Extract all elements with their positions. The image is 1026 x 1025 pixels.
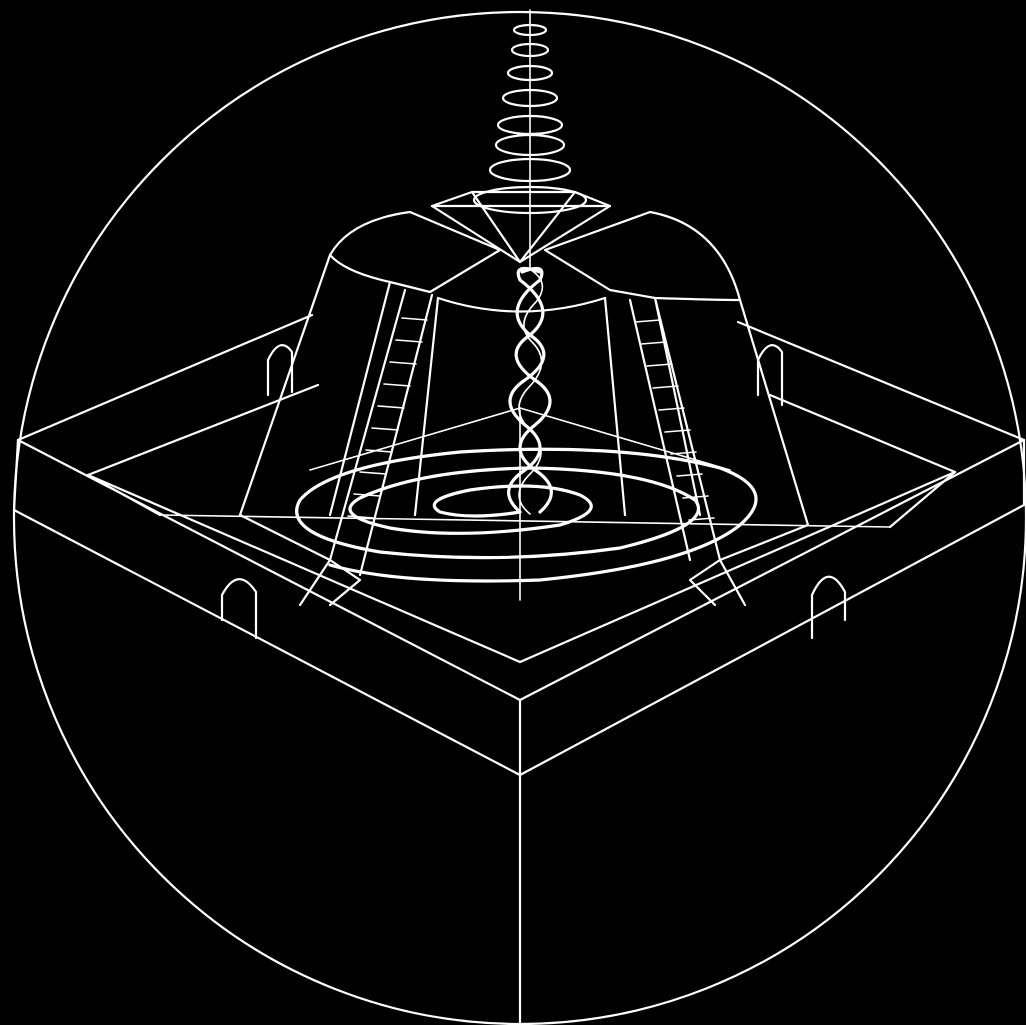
- four-lobed-dome: [240, 192, 808, 605]
- spiral: [297, 449, 756, 581]
- double-helix: [509, 268, 552, 514]
